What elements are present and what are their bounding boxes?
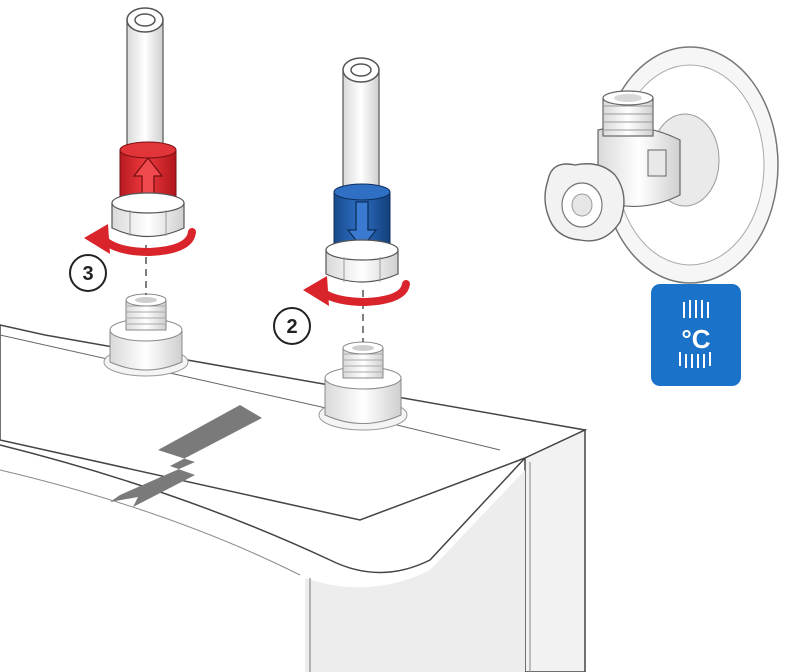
- svg-text:3: 3: [82, 263, 93, 285]
- angle-valve: [545, 47, 778, 283]
- step-2-marker: 2: [274, 308, 310, 344]
- hot-water-badge: °C: [651, 284, 741, 386]
- cold-water-nipple: [319, 342, 407, 430]
- hot-water-nipple: [104, 294, 188, 376]
- cold-water-connector: [326, 58, 398, 282]
- hot-water-connector: [112, 8, 184, 237]
- svg-text:2: 2: [286, 316, 297, 338]
- step-3-marker: 3: [70, 255, 106, 291]
- water-heater-body: [0, 325, 585, 672]
- svg-text:°C: °C: [681, 324, 710, 354]
